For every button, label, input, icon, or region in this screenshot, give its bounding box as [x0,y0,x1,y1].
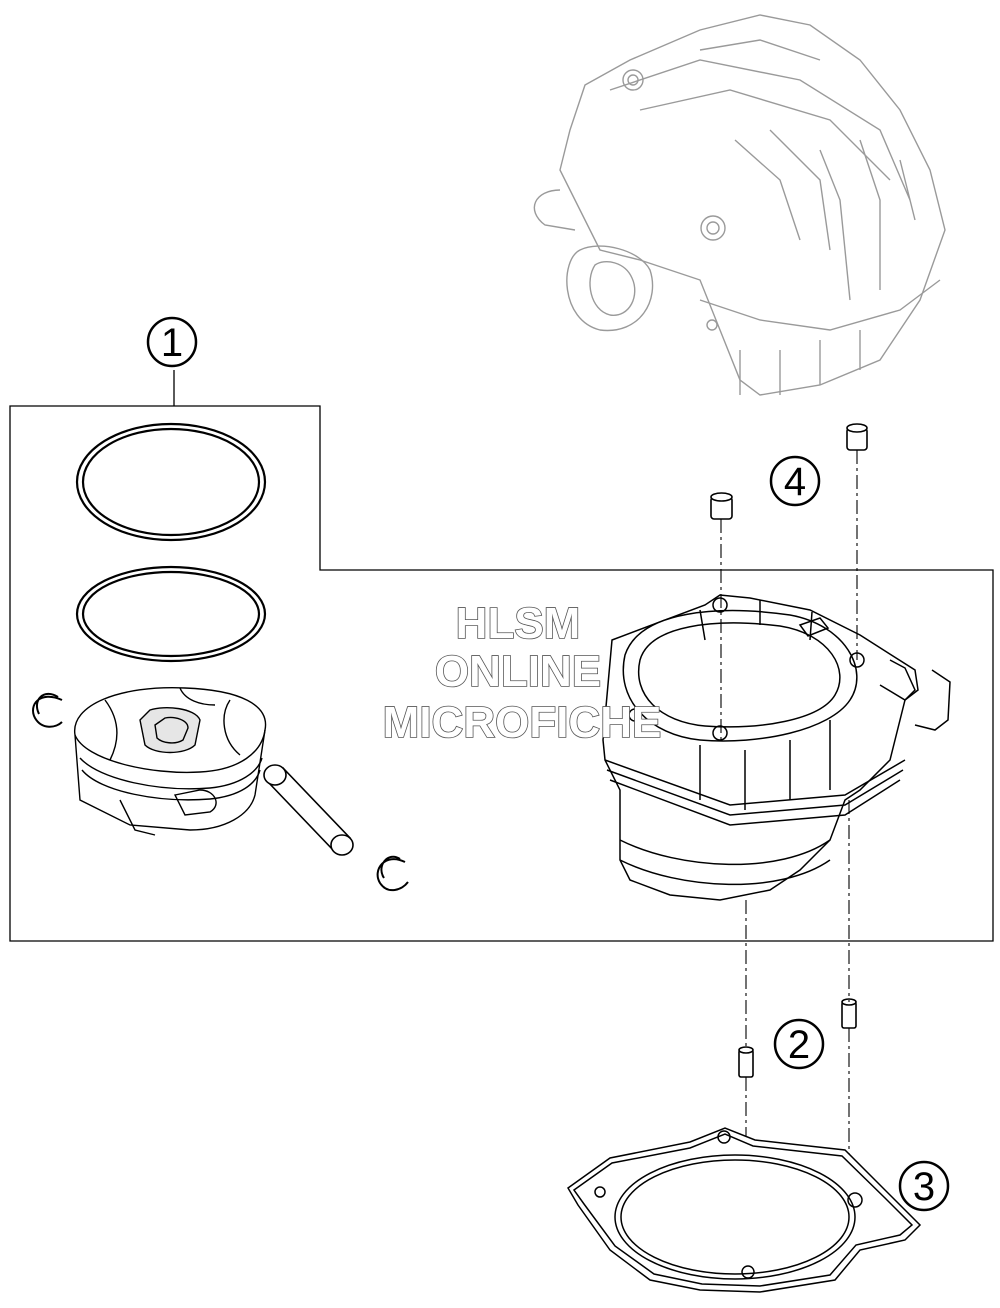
callout-4-label: 4 [784,460,806,504]
piston-illustration [74,687,267,836]
callout-1: 1 [146,316,198,368]
dowel-sleeve-upper-right [846,423,868,451]
circlip-left [32,692,63,728]
dowel-pin-lower-left [738,1046,754,1078]
watermark-line-3: MICROFICHE [383,698,662,747]
callout-3-label: 3 [913,1165,935,1209]
dowel-pin-lower-right [841,998,857,1029]
watermark-line-2: ONLINE [435,647,601,696]
callout-2-label: 2 [788,1023,810,1067]
piston-ring-second [75,565,267,663]
circlip-right [376,855,409,892]
callout-4: 4 [769,455,821,507]
callout-1-label: 1 [161,321,183,365]
dowel-sleeve-upper-left [710,492,733,520]
callout-3: 3 [898,1160,950,1212]
piston-kit-outline [9,405,994,942]
callout-2: 2 [773,1018,825,1070]
cylinder-base-gasket [567,1127,922,1293]
watermark: HLSM ONLINE MICROFICHE [382,598,662,748]
watermark-line-1: HLSM [456,599,581,648]
cylinder-head-illustration [533,14,946,396]
piston-pin-illustration [263,764,354,856]
piston-ring-top [75,422,267,542]
cylinder-illustration [602,594,951,901]
